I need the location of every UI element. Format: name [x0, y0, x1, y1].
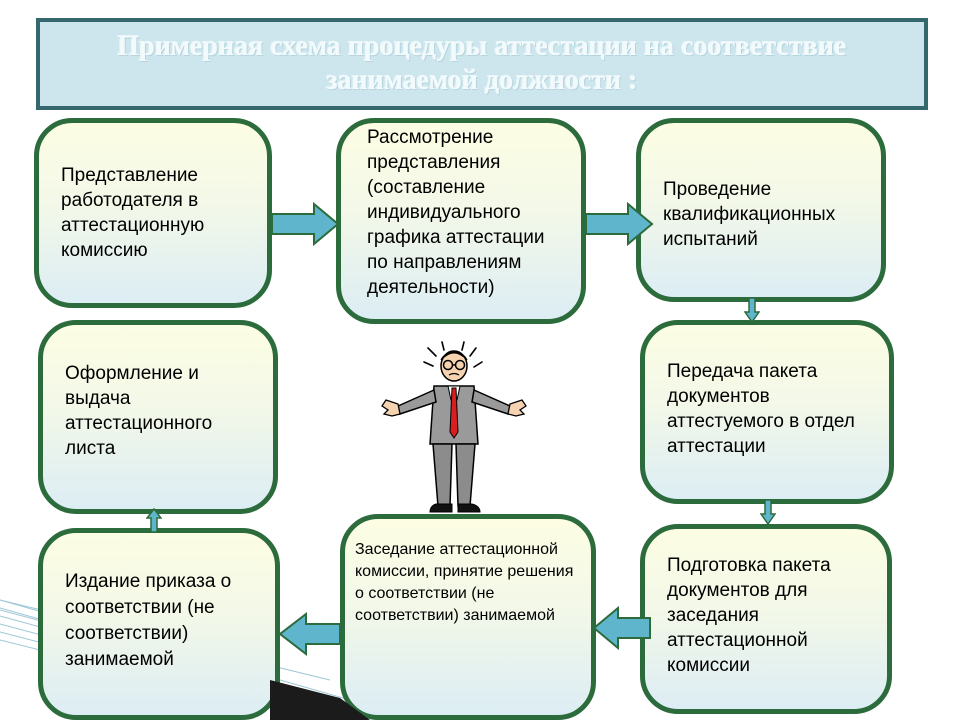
step-transfer: Передача пакета документов аттестуемого …: [640, 320, 894, 504]
step-tests-text: Проведение квалификационных испытаний: [663, 179, 836, 250]
decorative-pointer-shape: [270, 680, 370, 720]
step-preparation: Подготовка пакета документов для заседан…: [640, 524, 892, 714]
step-certificate: Оформление и выдача аттестационного лист…: [38, 320, 278, 514]
arrow-right-2: [585, 202, 654, 246]
arrow-down-2: [760, 500, 776, 526]
step-preparation-text: Подготовка пакета документов для заседан…: [667, 555, 831, 676]
arrow-left-2: [278, 612, 341, 656]
step-meeting-text: Заседание аттестационной комиссии, приня…: [355, 541, 574, 624]
arrow-right-1: [271, 202, 340, 246]
step-order: Издание приказа о соответствии (не соотв…: [38, 528, 280, 720]
step-submission-text: Представление работодателя в аттестацион…: [61, 165, 205, 261]
step-tests: Проведение квалификационных испытаний: [636, 118, 886, 302]
diagram-title: Примерная схема процедуры аттестации на …: [117, 31, 847, 96]
diagram-title-box: Примерная схема процедуры аттестации на …: [36, 18, 928, 110]
arrow-up-1: [146, 508, 162, 532]
arrow-down-1: [744, 298, 760, 324]
arrow-left-1: [592, 606, 651, 650]
step-submission: Представление работодателя в аттестацион…: [34, 118, 272, 308]
step-review: Рассмотрение представления (составление …: [336, 118, 586, 324]
step-transfer-text: Передача пакета документов аттестуемого …: [667, 361, 855, 457]
confused-businessman-icon: [381, 341, 527, 513]
step-meeting: Заседание аттестационной комиссии, приня…: [340, 514, 596, 720]
step-certificate-text: Оформление и выдача аттестационного лист…: [65, 363, 213, 459]
step-review-text: Рассмотрение представления (составление …: [367, 127, 545, 298]
step-order-text: Издание приказа о соответствии (не соотв…: [65, 571, 232, 670]
